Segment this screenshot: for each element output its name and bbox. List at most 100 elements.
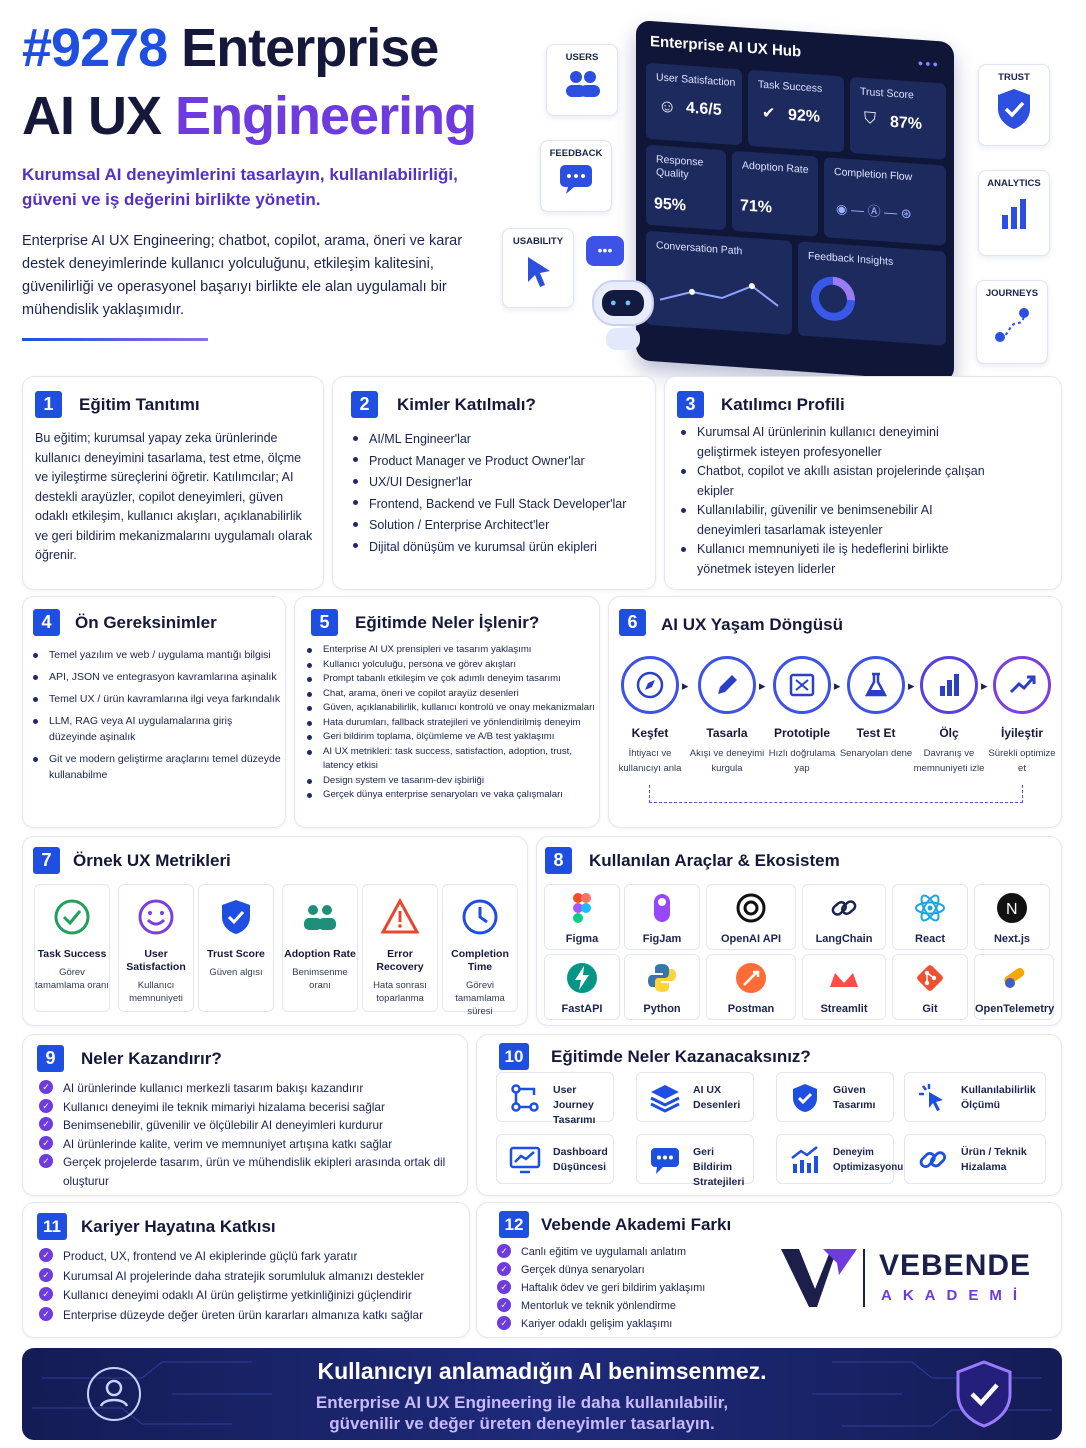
tool-react: React	[892, 884, 968, 950]
metric-tile-task-success: Task Success Görev tamamlama oranı	[34, 884, 110, 1012]
gain-ai-ux-patterns: AI UX Desenleri	[636, 1072, 754, 1122]
flow-icon: ◉ — Ⓐ — ⊛	[836, 200, 912, 222]
list-item: Kullanıcı deneyimi odaklı AI ürün gelişt…	[39, 1286, 465, 1306]
tool-label: Git	[922, 1003, 938, 1015]
python-icon	[648, 964, 676, 992]
clock-icon	[462, 899, 498, 935]
lifecycle-step-test	[847, 656, 905, 714]
robot-icon: ●●	[588, 272, 658, 352]
metric-title: Task Success	[37, 948, 107, 960]
step-desc: Davranış ve memnuniyeti izle	[913, 748, 985, 774]
metric-card-response-quality: Response Quality 95%	[646, 144, 726, 231]
metric-card-value: 92%	[788, 106, 821, 126]
analytics-card: ANALYTICS	[978, 170, 1050, 256]
arrow-icon: ▸	[682, 678, 689, 693]
section-number: 10	[499, 1043, 529, 1070]
list-item: Prompt tabanlı etkileşim ve çok adımlı d…	[305, 672, 601, 687]
step-title: Tasarla	[706, 726, 748, 740]
footer-headline: Kullanıcıyı anlamadığın AI benimsenmez.	[317, 1358, 767, 1384]
header-divider	[22, 338, 208, 341]
gain-user-journey: User Journey Tasarımı	[496, 1072, 614, 1126]
list-item: Temel yazılım ve web / uygulama mantığı …	[31, 647, 281, 663]
journey-icon	[511, 1084, 539, 1112]
lifecycle-step-prototype	[773, 656, 831, 714]
figjam-icon	[654, 894, 670, 922]
users-icon	[304, 905, 336, 930]
arrow-icon: ▸	[834, 678, 841, 693]
tool-postman: Postman	[706, 954, 796, 1020]
section-body: Bu eğitim; kurumsal yapay zeka ürünlerin…	[35, 431, 313, 562]
metric-card-label: User Satisfaction	[656, 71, 736, 89]
tool-label: Postman	[727, 1003, 775, 1015]
section-number: 2	[351, 391, 378, 418]
journeys-card: JOURNEYS	[976, 280, 1048, 364]
tool-langchain: LangChain	[802, 884, 886, 950]
users-icon	[566, 71, 600, 97]
openai-icon	[736, 893, 766, 923]
section-2-card: 2 Kimler Katılmalı? AI/ML Engineer'lar P…	[332, 376, 656, 590]
metric-card-user-satisfaction: User Satisfaction 4.6/5 ☺	[646, 62, 742, 146]
tool-openai: OpenAI API	[706, 884, 796, 950]
section-4-card: 4 Ön Gereksinimler Temel yazılım ve web …	[22, 596, 286, 828]
git-icon	[917, 965, 943, 991]
section-title: Katılımcı Profili	[721, 395, 845, 414]
tool-label: FigJam	[642, 933, 682, 945]
step-title: Keşfet	[631, 726, 669, 740]
section-number: 7	[33, 847, 60, 874]
telescope-icon	[1004, 967, 1025, 988]
section-number: 12	[499, 1211, 529, 1238]
arrow-icon: ▸	[759, 678, 766, 693]
title-line-2: AI UX Engineering	[22, 84, 477, 148]
tool-label: FastAPI	[561, 1003, 603, 1015]
list-item: Kurumsal AI projelerinde daha stratejik …	[39, 1267, 465, 1287]
chat-icon	[560, 165, 592, 194]
path-chart-icon	[659, 283, 779, 307]
section-number: 3	[677, 391, 704, 418]
metric-desc: Hata sonrası toparlanma	[373, 980, 427, 1004]
metric-card-adoption-rate: Adoption Rate 71%	[732, 150, 818, 237]
footer-banner: Kullanıcıyı anlamadığın AI benimsenmez. …	[22, 1348, 1062, 1440]
svg-text:N: N	[1006, 901, 1018, 918]
metric-card-task-success: Task Success 92% ✔	[748, 69, 844, 153]
lifecycle-step-measure	[920, 656, 978, 714]
layers-icon	[650, 1085, 680, 1113]
shield-check-icon	[222, 900, 250, 934]
pencil-icon	[718, 675, 737, 694]
link-icon	[919, 1151, 947, 1169]
section-number: 6	[619, 609, 646, 636]
robot-body	[606, 328, 640, 350]
title-hash-number: #9278	[22, 18, 168, 78]
nextjs-icon: N	[997, 893, 1027, 923]
gain-product-tech-alignment: Ürün / Teknik Hizalama	[904, 1134, 1046, 1184]
tool-python: Python	[624, 954, 700, 1020]
section-number: 9	[37, 1045, 64, 1072]
route-icon	[995, 308, 1029, 342]
users-card: USERS	[546, 44, 618, 116]
smile-icon	[138, 899, 174, 935]
figma-icon	[573, 893, 591, 923]
section-12-card: 12 Vebende Akademi Farkı Canlı eğitim ve…	[476, 1202, 1062, 1338]
react-icon	[915, 894, 945, 922]
list-item: API, JSON ve entegrasyon kavramlarına aş…	[31, 669, 281, 685]
section-title: Eğitim Tanıtımı	[79, 395, 200, 414]
list-item: Chat, arama, öneri ve copilot arayüz des…	[305, 687, 601, 702]
step-title: Ölç	[939, 726, 959, 740]
metric-card-label: Completion Flow	[834, 165, 913, 184]
side-label: ANALYTICS	[987, 178, 1041, 189]
brand-subname: AKADEMİ	[881, 1287, 1028, 1304]
list-item: Mentorluk ve teknik yönlendirme	[497, 1297, 757, 1315]
list-item: Dijital dönüşüm ve kurumsal ürün ekipler…	[351, 537, 651, 559]
section-title: Kimler Katılmalı?	[397, 395, 536, 414]
section-title: Vebende Akademi Farkı	[541, 1215, 732, 1234]
metric-card-label: Trust Score	[860, 85, 914, 102]
list-item: Enterprise AI UX prensipleri ve tasarım …	[305, 643, 601, 658]
hub-title: Enterprise AI UX Hub	[650, 32, 802, 61]
section-5-card: 5 Eğitimde Neler İşlenir? Enterprise AI …	[294, 596, 600, 828]
trust-card: TRUST	[978, 64, 1050, 146]
donut-chart-icon	[811, 276, 855, 321]
flask-icon	[864, 672, 888, 697]
